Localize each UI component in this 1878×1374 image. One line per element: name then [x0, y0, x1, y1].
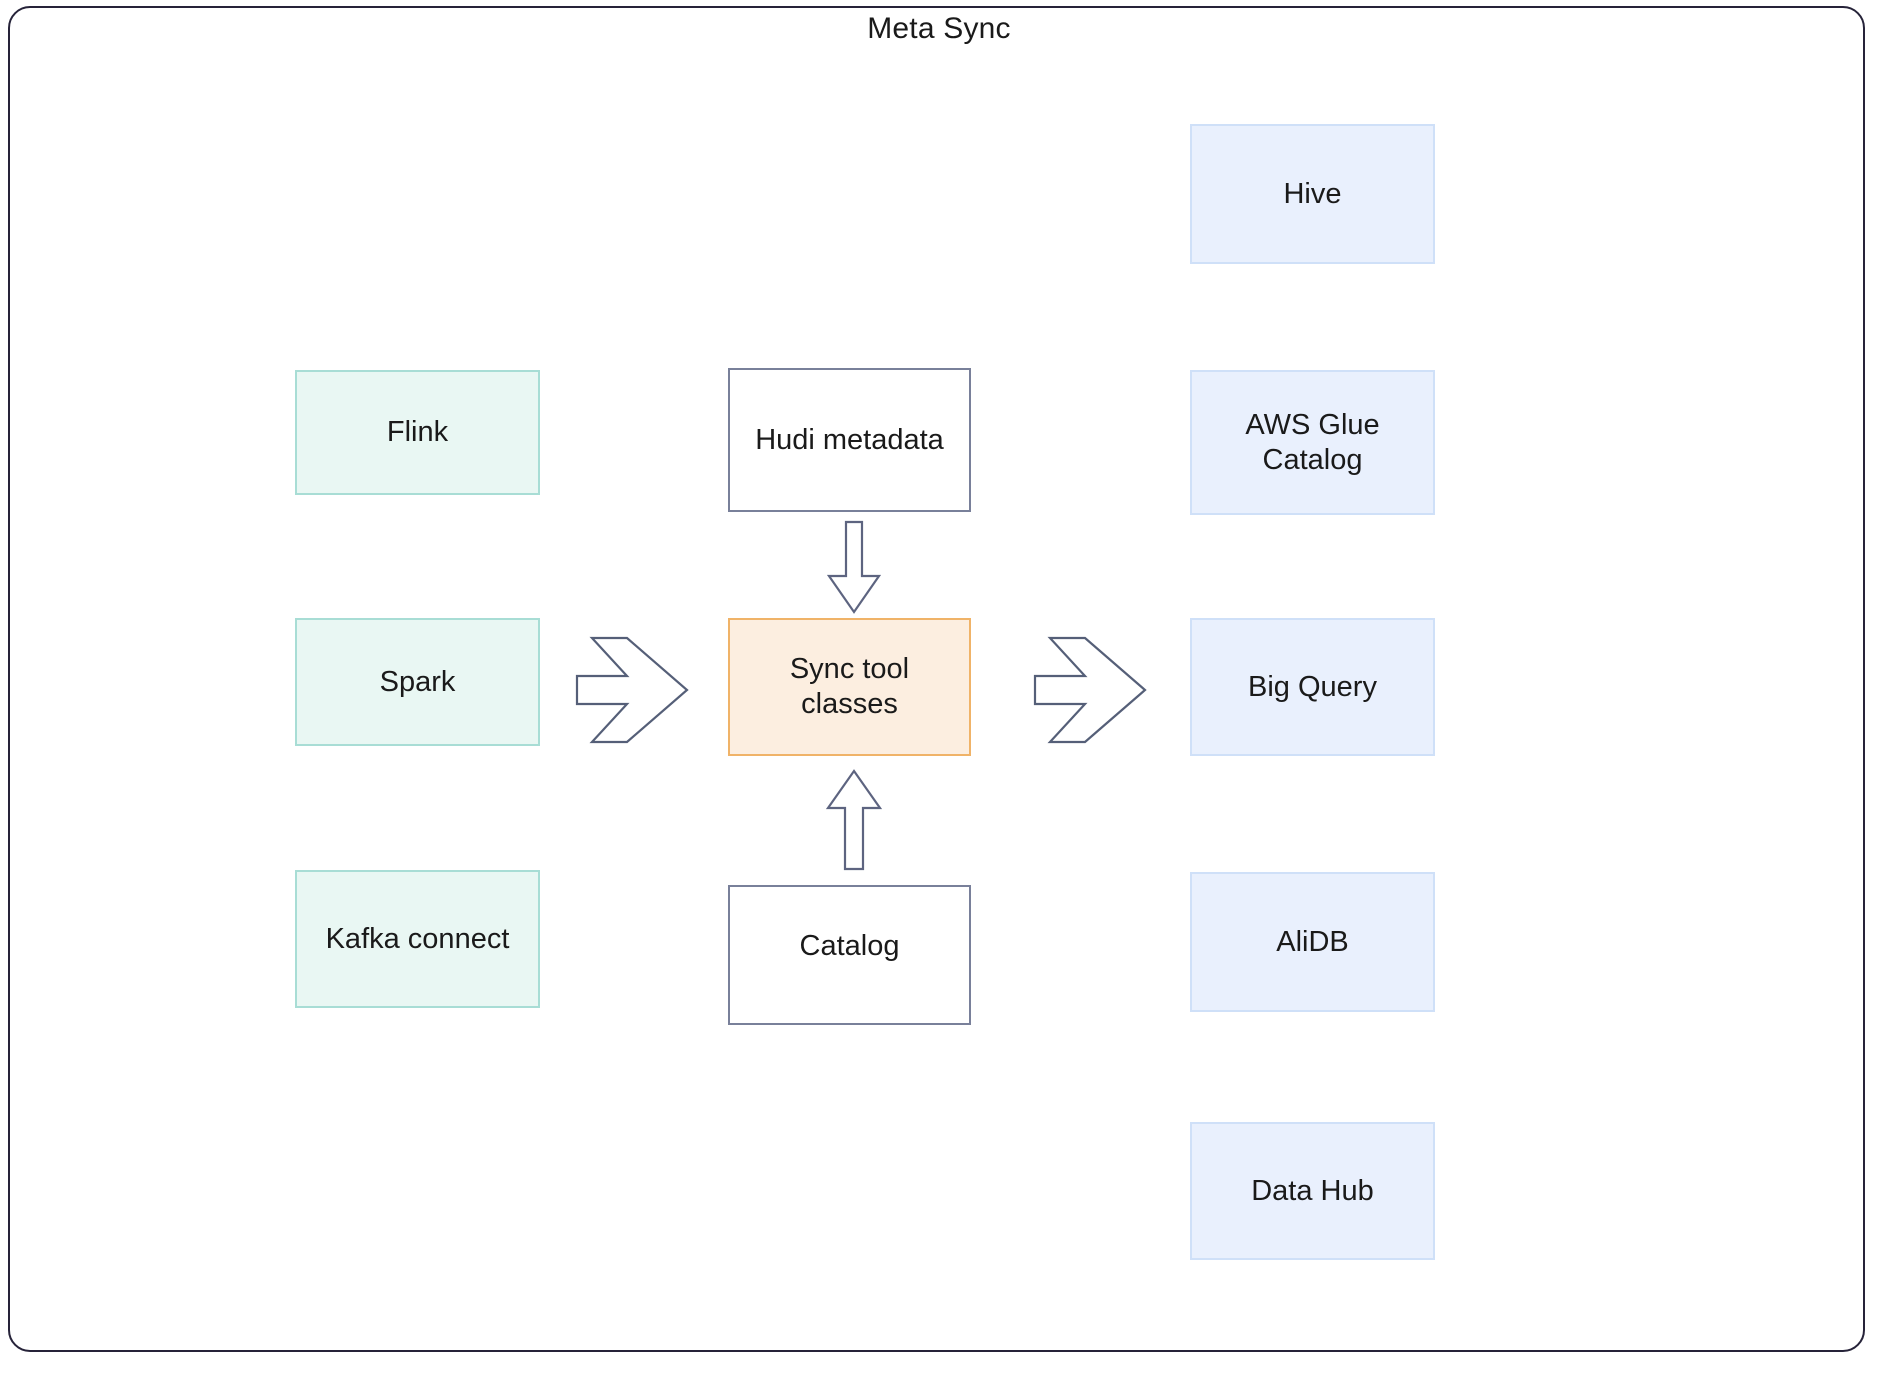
node-label: Catalog	[799, 930, 900, 962]
block-arrow-up-icon	[824, 768, 884, 872]
node-label: Hudi metadata	[755, 423, 944, 456]
node-kafka-connect[interactable]: Kafka connect	[295, 870, 540, 1008]
node-flink[interactable]: Flink	[295, 370, 540, 495]
node-label: AWS Glue Catalog	[1245, 408, 1380, 476]
block-arrow-down-icon	[824, 520, 884, 616]
node-hudi-metadata[interactable]: Hudi metadata	[728, 368, 971, 512]
node-label: Sync tool classes	[789, 653, 910, 720]
node-label: AliDB	[1276, 925, 1349, 958]
node-alidb[interactable]: AliDB	[1190, 872, 1435, 1012]
node-label: Hive	[1283, 177, 1342, 210]
node-label: Flink	[386, 416, 449, 449]
chevron-right-arrow-icon	[572, 630, 692, 750]
node-label: Big Query	[1248, 670, 1377, 703]
node-sync-tool-classes[interactable]: Sync tool classes	[728, 618, 971, 756]
node-label: Kafka connect	[325, 922, 510, 955]
node-catalog[interactable]: Catalog	[728, 885, 971, 1025]
node-data-hub[interactable]: Data Hub	[1190, 1122, 1435, 1260]
node-hive[interactable]: Hive	[1190, 124, 1435, 264]
node-spark[interactable]: Spark	[295, 618, 540, 746]
page-title: Meta Sync	[867, 12, 1011, 45]
node-aws-glue-catalog[interactable]: AWS Glue Catalog	[1190, 370, 1435, 515]
node-label: Data Hub	[1251, 1174, 1374, 1207]
diagram-frame	[8, 6, 1865, 1352]
node-big-query[interactable]: Big Query	[1190, 618, 1435, 756]
chevron-right-arrow-icon	[1030, 630, 1150, 750]
node-label: Spark	[379, 665, 456, 698]
